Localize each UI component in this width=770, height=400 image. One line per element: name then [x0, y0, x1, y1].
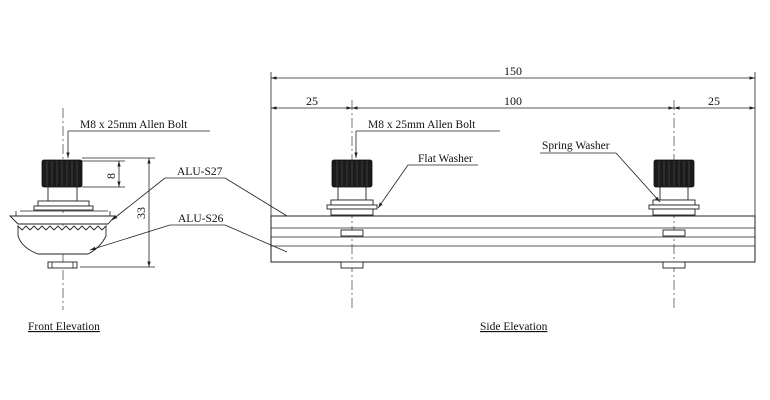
- dim-150-label: 150: [504, 64, 522, 78]
- alu-s27-label: ALU-S27: [177, 166, 223, 178]
- side-inner-nut-right: [662, 229, 686, 237]
- side-flat-washer-left: [326, 204, 378, 210]
- dim-total-height: [80, 157, 155, 268]
- front-bolt-leader: [66, 130, 210, 158]
- flat-washer-label: Flat Washer: [418, 153, 473, 165]
- flat-washer-leader: [377, 164, 478, 209]
- dim-33-label: 33: [134, 207, 148, 219]
- front-elevation-caption: Front Elevation: [28, 321, 100, 333]
- side-bottom-nut-left: [340, 261, 364, 269]
- alu-s26-leader: [89, 224, 288, 253]
- side-inner-nut-left: [340, 229, 364, 237]
- side-bottom-nut-right: [662, 261, 686, 269]
- side-bolt-leader: [354, 130, 500, 158]
- side-bolt-right: [648, 159, 700, 269]
- side-bolt-label: M8 x 25mm Allen Bolt: [368, 119, 476, 131]
- dim-25-left-label: 25: [306, 94, 318, 108]
- side-washer-stack-left: [330, 208, 374, 216]
- side-spring-washer-left: [330, 199, 374, 206]
- front-bolt-label: M8 x 25mm Allen Bolt: [80, 119, 188, 131]
- dim-100-label: 100: [504, 94, 522, 108]
- side-bolt-shank-right: [659, 186, 689, 201]
- side-profile-body: [270, 215, 756, 263]
- side-bolt-shank-left: [337, 186, 367, 201]
- front-profile-top: [8, 215, 116, 225]
- dim-bolt-head-height: [82, 160, 125, 188]
- front-bolt-shank: [47, 186, 78, 202]
- spring-washer-label: Spring Washer: [542, 140, 610, 152]
- side-flat-washer-right: [648, 204, 700, 210]
- front-spring-washer: [37, 200, 90, 207]
- front-bottom-nut: [47, 261, 78, 269]
- side-elevation-caption: Side Elevation: [480, 321, 548, 333]
- side-washer-stack-right: [652, 208, 696, 216]
- side-bolt-left: [326, 159, 378, 269]
- side-elevation: 150 25 100 25: [270, 64, 756, 333]
- dim-8-label: 8: [104, 173, 118, 179]
- dim-25-right-label: 25: [708, 94, 720, 108]
- alu-s26-label: ALU-S26: [178, 213, 224, 225]
- alu-s27-leader: [111, 177, 288, 221]
- front-bolt-head: [41, 159, 83, 188]
- front-elevation: M8 x 25mm Allen Bolt: [8, 108, 288, 333]
- front-flat-washer: [33, 205, 94, 211]
- spring-washer-leader: [540, 152, 661, 203]
- front-profile-bottom: [17, 224, 107, 255]
